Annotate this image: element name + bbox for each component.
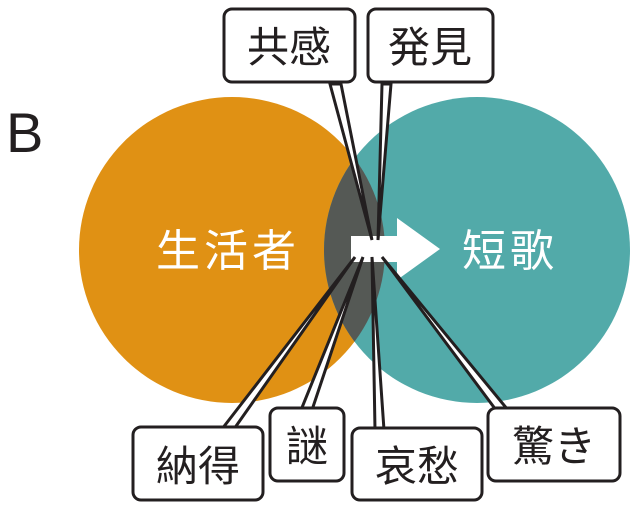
label-odoroki: 驚き [486, 406, 622, 483]
svg-text:驚き: 驚き [512, 422, 596, 471]
right-circle [324, 97, 630, 403]
svg-text:共感: 共感 [247, 23, 331, 72]
label-aishu: 哀愁 [350, 426, 484, 502]
tail-kyokan [328, 82, 374, 241]
tail-hakken [376, 82, 393, 241]
label-nazo: 謎 [268, 406, 346, 483]
label-kyokan: 共感 [222, 7, 357, 84]
left-circle [79, 97, 385, 403]
panel-letter: B [6, 101, 43, 164]
label-nattoku: 納得 [131, 425, 265, 502]
svg-text:哀愁: 哀愁 [375, 442, 459, 491]
left-circle-label: 生活者 [156, 226, 300, 277]
svg-text:発見: 発見 [388, 23, 472, 72]
svg-text:謎: 謎 [286, 422, 328, 471]
arrow-icon [351, 218, 440, 280]
svg-text:納得: 納得 [156, 442, 240, 491]
label-hakken: 発見 [366, 7, 495, 84]
right-circle-label: 短歌 [462, 226, 558, 277]
